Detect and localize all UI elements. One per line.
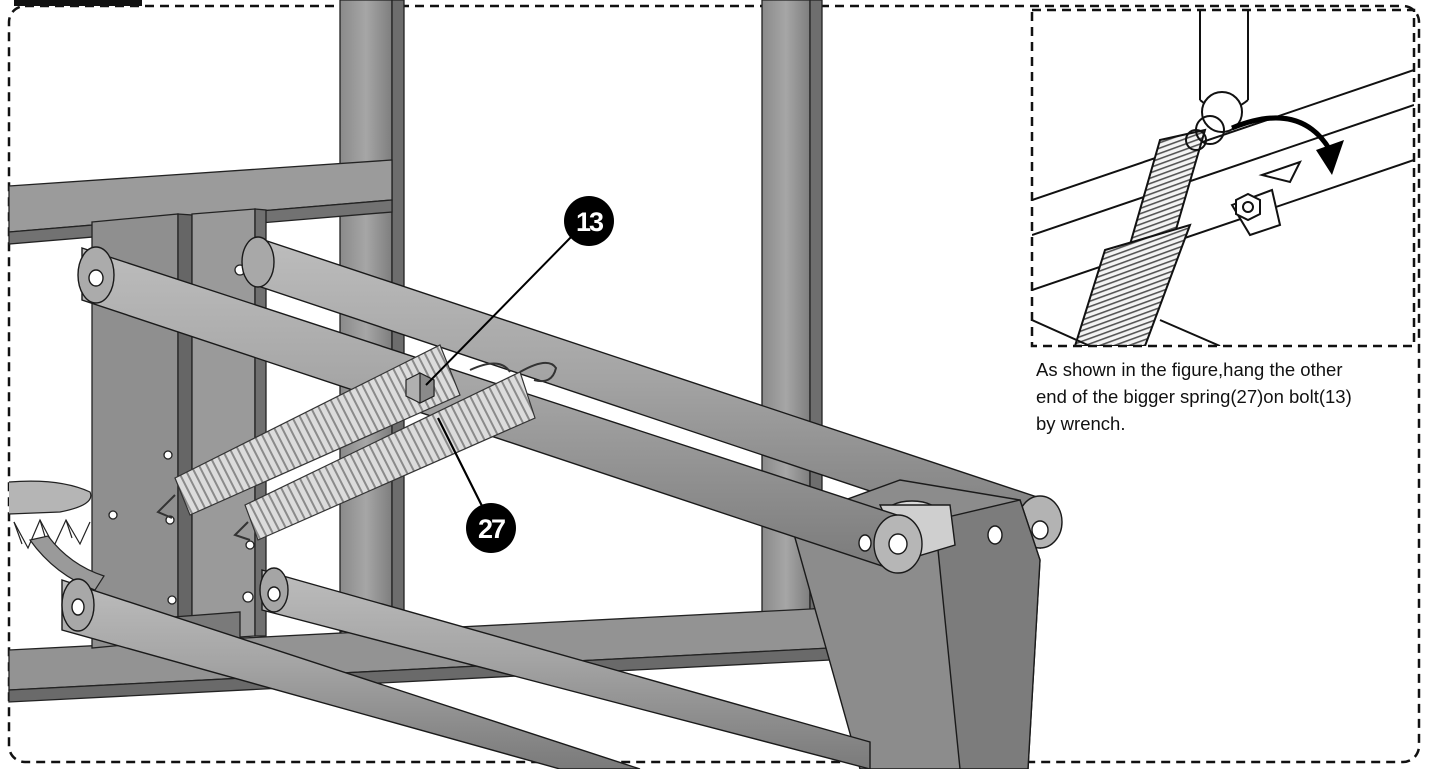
callout-13-label: 13: [576, 207, 604, 237]
callout-27: 27: [466, 503, 516, 553]
arrow-head-icon: [1316, 140, 1344, 175]
callout-27-label: 27: [478, 514, 505, 544]
callout-13: 13: [564, 196, 614, 246]
leader-line-13: [425, 233, 575, 386]
caption-line-2: end of the bigger spring(27)on bolt(13): [1036, 386, 1352, 407]
corner-tab: [14, 0, 142, 6]
spring-27: [156, 344, 558, 541]
dashed-frame: [7, 4, 1421, 764]
caption-line-1: As shown in the figure,hang the other: [1036, 359, 1343, 380]
caption-line-3: by wrench.: [1036, 413, 1126, 434]
bolt-13: [405, 372, 435, 404]
leader-line-27: [437, 417, 485, 511]
instruction-caption: As shown in the figure,hang the other en…: [1036, 356, 1421, 437]
hoop-and-net: [8, 480, 105, 591]
inset-detail: [1030, 8, 1416, 348]
rotate-arrow-icon: [1231, 115, 1333, 152]
